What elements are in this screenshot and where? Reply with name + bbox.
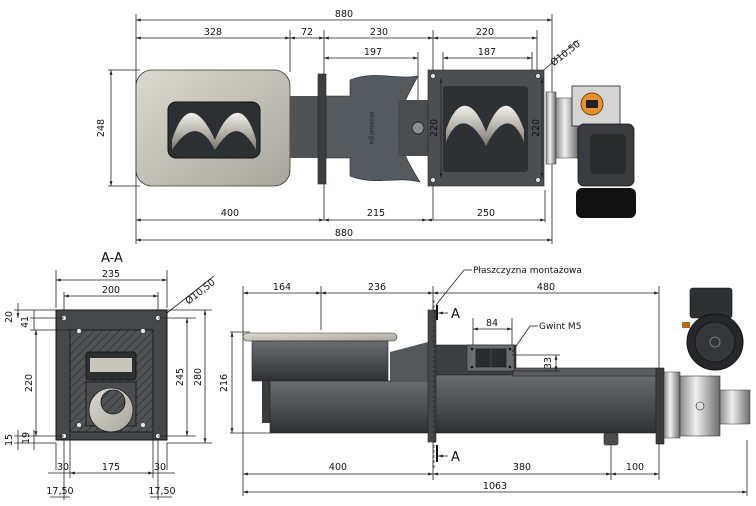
dim-280: 280 (193, 368, 204, 386)
screw-auger-plate (446, 105, 524, 146)
hopper-rim-side (242, 332, 398, 342)
dim-880-top: 880 (335, 9, 353, 20)
dim-100: 100 (626, 462, 644, 473)
dim-220-section: 220 (24, 374, 35, 392)
dim-380: 380 (513, 462, 531, 473)
thread-label: Gwint M5 (539, 322, 581, 332)
motor-fan-cover (576, 188, 636, 218)
dim-216: 216 (219, 374, 230, 392)
dim-164: 164 (273, 282, 291, 293)
mounting-plane-label: Płaszczyzna montażowa (473, 266, 582, 276)
dim-248: 248 (96, 119, 107, 137)
dim-30-left: 30 (57, 462, 69, 473)
inspection-window (443, 86, 528, 172)
sensor-port (411, 121, 425, 135)
dim-hole-top: Ø10,50 (549, 39, 583, 69)
dim-1750-right: 17,50 (148, 486, 175, 497)
mounting-flange (317, 73, 327, 185)
dim-400-top: 400 (221, 208, 239, 219)
side-view: 216 164 236 480 Płaszczyzna montażowa A … (219, 266, 751, 496)
mounting-flange-side (427, 309, 437, 443)
dim-230: 230 (370, 27, 388, 38)
section-view-a-a: A-A 235 200 Ø10,50 20 41 (4, 251, 218, 500)
dim-220-plate-left: 220 (429, 119, 440, 137)
section-title: A-A (101, 251, 123, 266)
dim-19: 19 (21, 432, 32, 444)
dim-1063: 1063 (483, 481, 507, 492)
dim-220-top: 220 (476, 27, 494, 38)
dim-480: 480 (537, 282, 555, 293)
top-view: 880 328 72 230 220 197 187 Ø10,50 248 ek… (96, 9, 636, 244)
dim-175: 175 (102, 462, 120, 473)
screw-auger-hopper (172, 112, 256, 150)
dim-20: 20 (4, 311, 15, 323)
svg-text:ekoenergia: ekoenergia (368, 111, 375, 145)
dim-245: 245 (175, 368, 186, 386)
dim-72: 72 (301, 27, 313, 38)
dim-200: 200 (102, 285, 120, 296)
section-marker-a-bottom: A (451, 450, 460, 465)
feeder-tube (290, 96, 320, 158)
dim-236: 236 (368, 282, 386, 293)
dim-220-plate-right: 220 (531, 119, 542, 137)
dim-250: 250 (477, 208, 495, 219)
dim-1750-left: 17,50 (46, 486, 73, 497)
dim-235: 235 (102, 269, 120, 280)
dim-215: 215 (367, 208, 385, 219)
dim-197: 197 (364, 47, 382, 58)
dim-84: 84 (486, 318, 498, 329)
terminal-box-side (689, 287, 733, 319)
drain-port (603, 432, 619, 446)
feeder-body-right (435, 374, 657, 434)
dim-33: 33 (543, 357, 554, 369)
dim-15: 15 (4, 434, 15, 446)
feeder-body-left (269, 380, 431, 434)
dim-400-side: 400 (329, 462, 347, 473)
gearbox-flange-side (663, 371, 681, 439)
hopper-side (251, 340, 389, 382)
dim-187: 187 (478, 47, 496, 58)
dim-880-bottom: 880 (335, 228, 353, 239)
dim-30-right: 30 (154, 462, 166, 473)
dim-hole-section: Ø10,50 (184, 277, 218, 307)
section-marker-a-top: A (451, 307, 460, 322)
dim-328: 328 (204, 27, 222, 38)
dim-41: 41 (20, 316, 31, 328)
